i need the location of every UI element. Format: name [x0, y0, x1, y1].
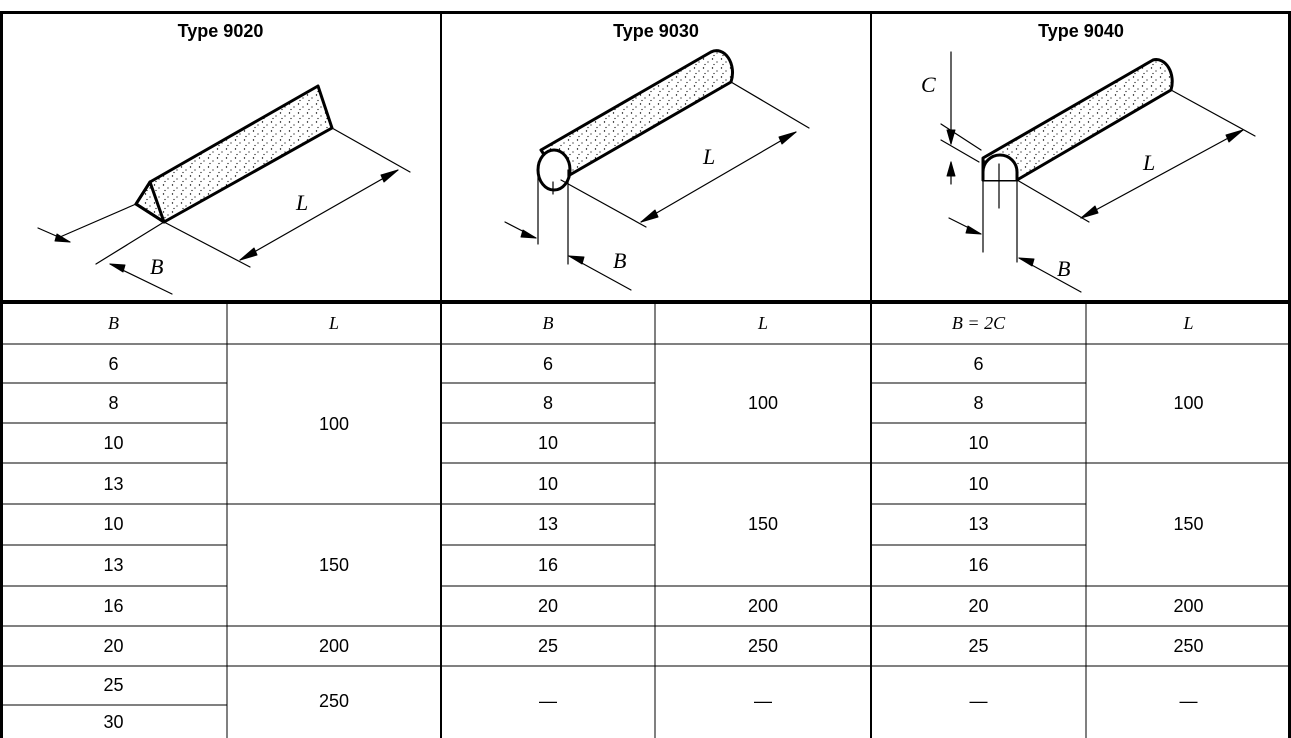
cell-9040-B: 10 [968, 474, 989, 494]
dim-label-L: L [295, 190, 308, 215]
cell-9030-B: 25 [537, 636, 559, 656]
col-header-9030-L: L [757, 313, 768, 333]
cell-9030-B: 13 [537, 514, 559, 534]
cell-9020-B: 25 [103, 675, 124, 695]
cell-9030-L: — [754, 691, 772, 711]
dim-label-C: C [921, 72, 936, 97]
triangular-stone-figure: L B [37, 84, 411, 295]
cell-9030-B: 8 [542, 393, 553, 413]
type-9020-title: Type 9020 [177, 21, 264, 41]
cell-9040-B: — [969, 691, 988, 711]
col-header-9040-B: B = 2C [951, 313, 1006, 333]
round-stone-figure: L B [504, 49, 810, 291]
cell-9040-B: 16 [968, 555, 989, 575]
cell-9020-B: 8 [108, 393, 119, 413]
col-header-9040-L: L [1183, 313, 1194, 333]
col-header-9020-L: L [328, 313, 339, 333]
cell-9040-L: 100 [1173, 393, 1204, 413]
cell-9020-B: 30 [103, 712, 124, 732]
type-9030-title: Type 9030 [613, 21, 699, 41]
type-9040-title: Type 9040 [1038, 21, 1124, 41]
cell-9030-B: 6 [542, 354, 553, 374]
cell-9040-L: 200 [1173, 596, 1204, 616]
cell-9030-L: 100 [747, 393, 779, 413]
cell-9020-L: 100 [318, 414, 350, 434]
cell-9040-B: 8 [973, 393, 984, 413]
cell-9030-L: 150 [747, 514, 779, 534]
cell-9030-B: — [539, 691, 557, 711]
cell-9040-B: 6 [973, 354, 984, 374]
dim-label-L: L [702, 144, 715, 169]
cell-9040-L: 250 [1173, 636, 1204, 656]
cell-9030-B: 10 [537, 474, 559, 494]
cell-9040-L: 150 [1173, 514, 1204, 534]
cell-9020-B: 16 [103, 596, 124, 616]
cell-9020-L: 150 [318, 555, 350, 575]
cell-9040-B: 25 [968, 636, 989, 656]
dim-label-B: B [150, 254, 163, 279]
cell-9020-B: 10 [103, 514, 124, 534]
cell-9040-L: — [1179, 691, 1198, 711]
dim-label-L: L [1142, 150, 1155, 175]
cell-9040-B: 20 [968, 596, 989, 616]
dim-label-B: B [1057, 256, 1070, 281]
cell-9040-B: 10 [968, 433, 989, 453]
cell-9030-L: 200 [747, 596, 779, 616]
col-header-9020-B: B [108, 313, 119, 333]
cell-9030-B: 16 [537, 555, 559, 575]
cell-9020-B: 13 [103, 474, 124, 494]
dim-label-B: B [613, 248, 626, 273]
cell-9030-B: 10 [537, 433, 559, 453]
cell-9020-B: 10 [103, 433, 124, 453]
cell-9030-B: 20 [537, 596, 559, 616]
cell-9020-B: 20 [103, 636, 124, 656]
cell-9020-B: 13 [103, 555, 124, 575]
cell-9040-B: 13 [968, 514, 989, 534]
cell-9020-L: 200 [318, 636, 350, 656]
half-round-stone-figure: L B C [921, 51, 1256, 293]
cell-9020-L: 250 [318, 691, 350, 711]
cell-9030-L: 250 [747, 636, 779, 656]
col-header-9030-B: B [542, 313, 554, 333]
cell-9020-B: 6 [108, 354, 119, 374]
